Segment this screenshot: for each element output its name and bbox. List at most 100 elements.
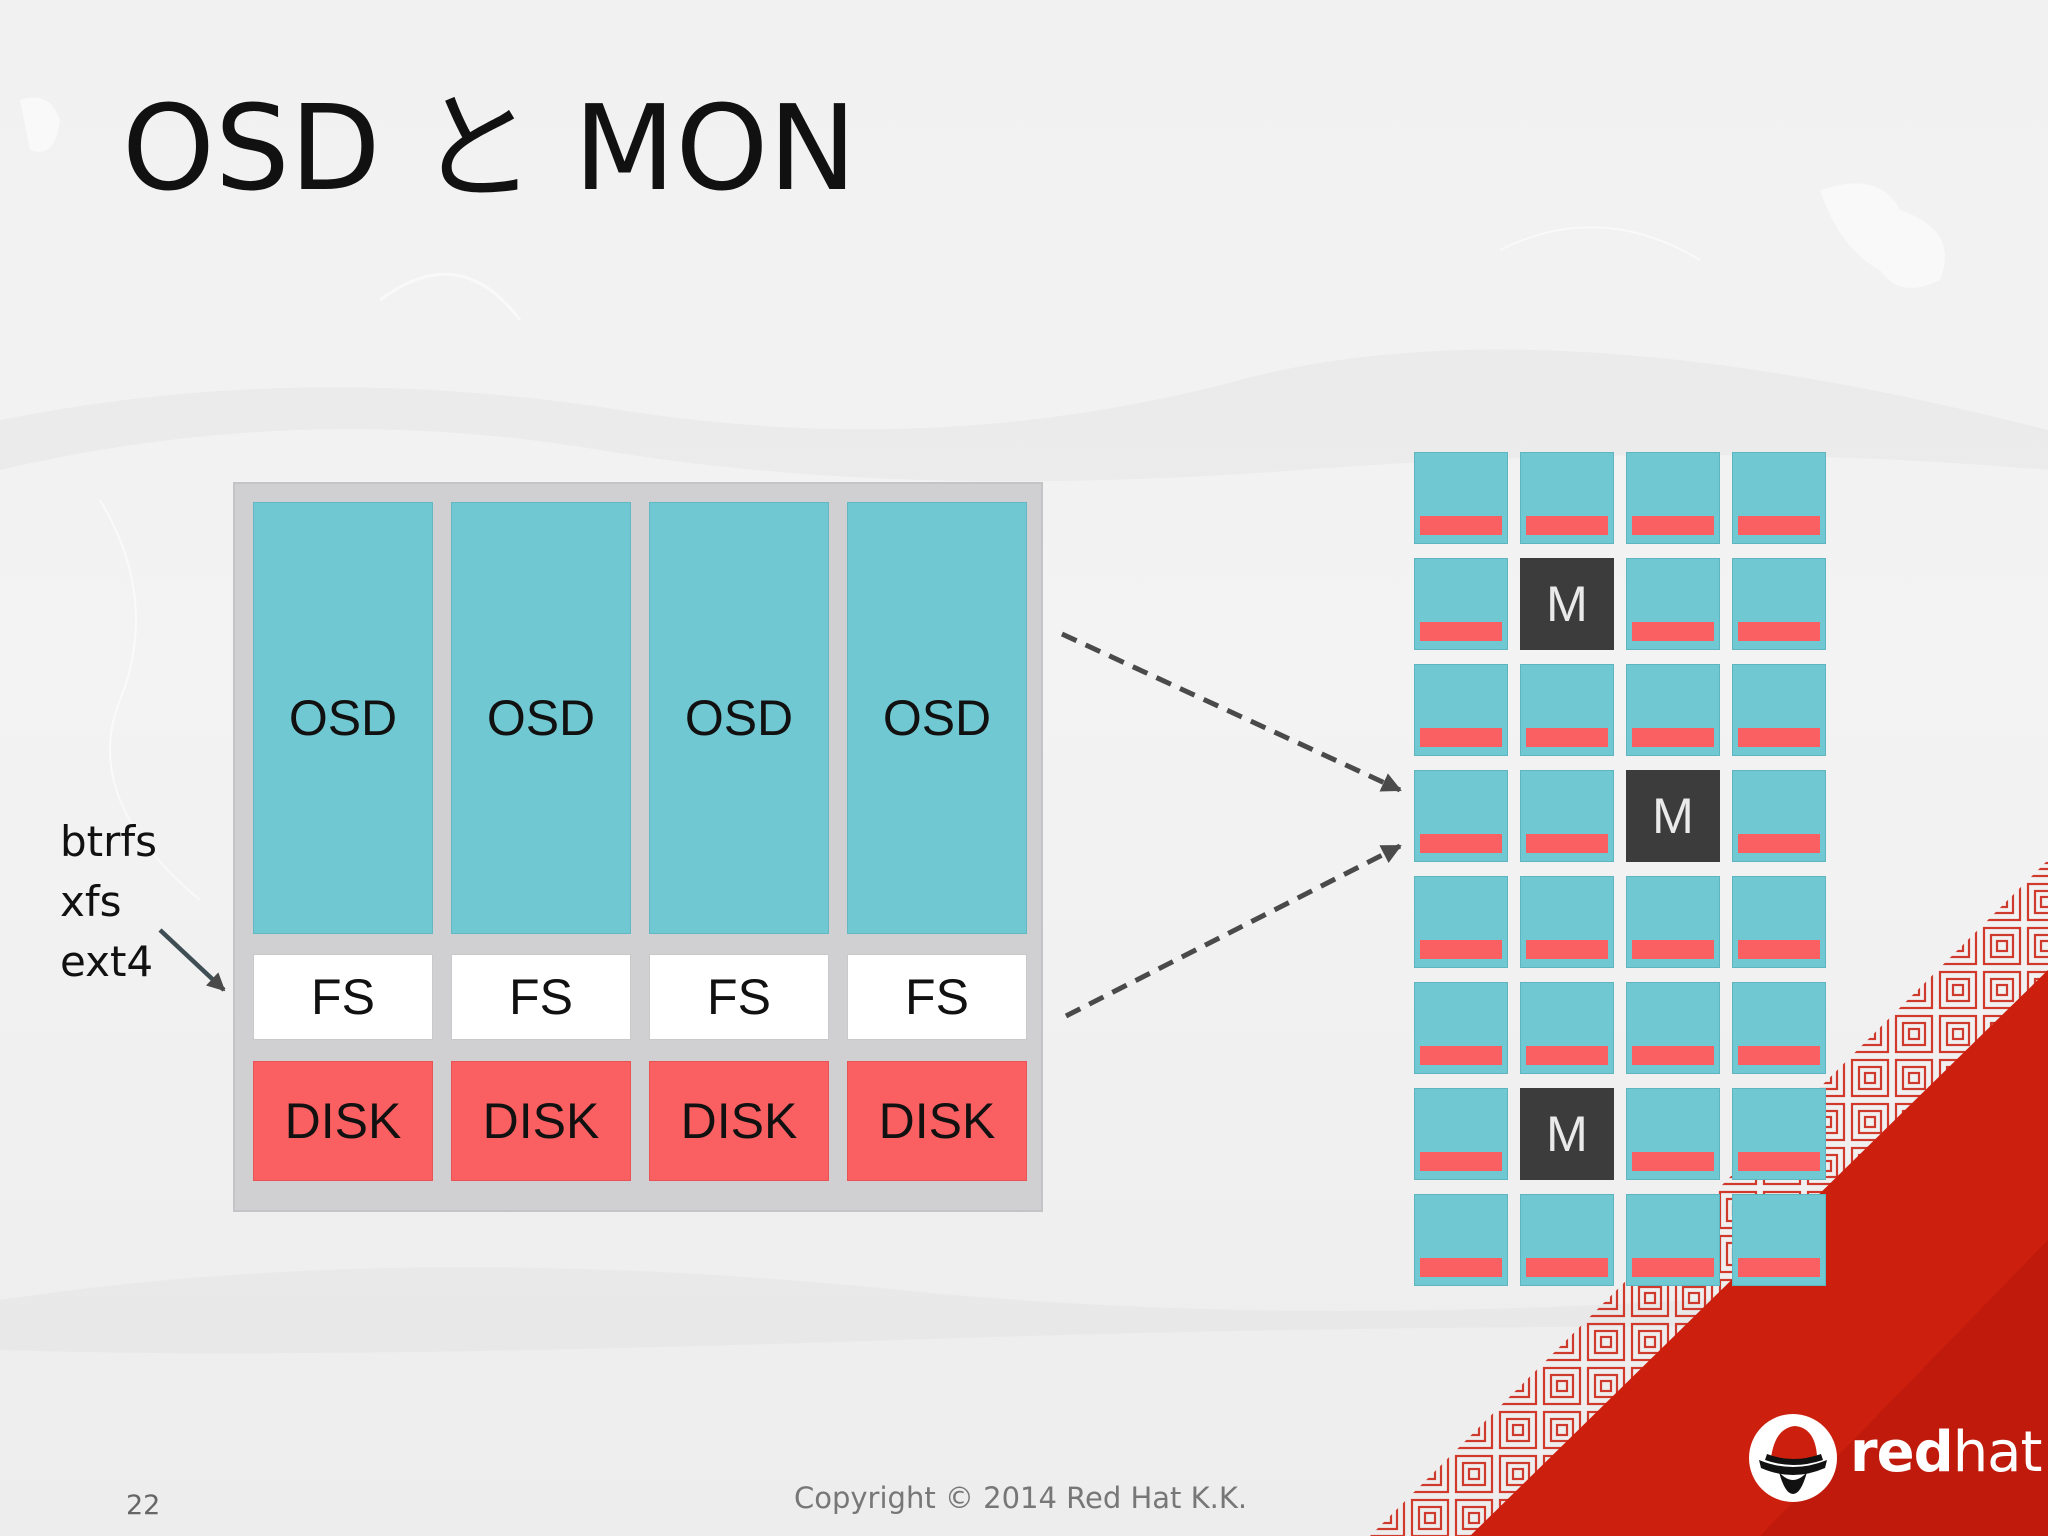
osd-node <box>1414 558 1508 650</box>
osd-node <box>1732 664 1826 756</box>
monitor-node: M <box>1520 558 1614 650</box>
monitor-label: M <box>1652 788 1694 844</box>
disk-bar <box>1526 728 1608 747</box>
osd-node <box>1414 452 1508 544</box>
disk-bar <box>1420 516 1502 535</box>
fs-block: FS <box>253 954 433 1040</box>
fs-label: FS <box>311 969 375 1025</box>
osd-node <box>1414 1194 1508 1286</box>
osd-node <box>1626 1088 1720 1180</box>
osd-node <box>1732 1088 1826 1180</box>
disk-bar <box>1420 622 1502 641</box>
osd-node <box>1732 1194 1826 1286</box>
osd-label: OSD <box>486 690 596 746</box>
disk-bar <box>1420 834 1502 853</box>
osd-node <box>1414 1088 1508 1180</box>
fs-label: FS <box>905 969 969 1025</box>
disk-bar <box>1632 1046 1714 1065</box>
monitor-node: M <box>1520 1088 1614 1180</box>
redhat-logo: redhat <box>1745 1408 2042 1508</box>
filesystem-ext4: ext4 <box>60 937 154 986</box>
osd-node <box>1414 664 1508 756</box>
osd-block: OSD <box>847 502 1027 934</box>
dashed-arrow-lower <box>1064 843 1402 1019</box>
osd-node <box>1732 558 1826 650</box>
osd-node <box>1520 452 1614 544</box>
osd-label: OSD <box>684 690 794 746</box>
osd-block: OSD <box>253 502 433 934</box>
disk-block: DISK <box>451 1061 631 1181</box>
disk-bar <box>1738 622 1820 641</box>
disk-bar <box>1420 1258 1502 1277</box>
osd-node <box>1520 770 1614 862</box>
background-texture <box>0 97 2048 1354</box>
dashed-arrow-upper <box>1060 631 1402 793</box>
filesystem-xfs: xfs <box>60 877 122 926</box>
disk-label: DISK <box>284 1093 402 1149</box>
disk-bar <box>1420 940 1502 959</box>
filesystem-list: btrfs xfs ext4 <box>60 812 157 992</box>
monitor-label: M <box>1546 1106 1588 1162</box>
fs-block: FS <box>649 954 829 1040</box>
osd-node <box>1732 452 1826 544</box>
osd-node <box>1626 558 1720 650</box>
osd-node <box>1520 1194 1614 1286</box>
fs-block: FS <box>847 954 1027 1040</box>
page-number: 22 <box>126 1490 161 1521</box>
osd-node <box>1414 770 1508 862</box>
disk-bar <box>1738 940 1820 959</box>
copyright-text: Copyright © 2014 Red Hat K.K. <box>794 1481 1248 1515</box>
osd-node <box>1732 982 1826 1074</box>
disk-bar <box>1738 1046 1820 1065</box>
osd-label: OSD <box>882 690 992 746</box>
logo-text-hat: hat <box>1952 1420 2043 1485</box>
disk-label: DISK <box>680 1093 798 1149</box>
disk-label: DISK <box>878 1093 996 1149</box>
disk-bar <box>1738 1258 1820 1277</box>
disk-bar <box>1632 622 1714 641</box>
osd-node <box>1520 876 1614 968</box>
osd-node <box>1520 664 1614 756</box>
cluster-grid: M M M <box>1414 452 1828 1290</box>
osd-block: OSD <box>451 502 631 934</box>
server-node: OSD FS DISK OSD FS DISK OSD FS DISK OSD … <box>233 482 1043 1212</box>
disk-bar <box>1632 728 1714 747</box>
osd-node <box>1626 664 1720 756</box>
disk-block: DISK <box>253 1061 433 1181</box>
osd-node <box>1626 1194 1720 1286</box>
osd-node <box>1414 982 1508 1074</box>
disk-bar <box>1526 834 1608 853</box>
osd-node <box>1626 452 1720 544</box>
osd-node <box>1626 982 1720 1074</box>
fs-block: FS <box>451 954 631 1040</box>
fs-label: FS <box>509 969 573 1025</box>
osd-node <box>1520 982 1614 1074</box>
osd-node <box>1414 876 1508 968</box>
disk-block: DISK <box>847 1061 1027 1181</box>
disk-bar <box>1632 940 1714 959</box>
disk-bar <box>1632 1258 1714 1277</box>
disk-bar <box>1420 728 1502 747</box>
disk-label: DISK <box>482 1093 600 1149</box>
disk-bar <box>1738 728 1820 747</box>
logo-text-red: red <box>1850 1420 1954 1485</box>
fs-label: FS <box>707 969 771 1025</box>
disk-block: DISK <box>649 1061 829 1181</box>
slide-title: OSD と MON <box>122 79 857 217</box>
disk-bar <box>1738 1152 1820 1171</box>
osd-node <box>1626 876 1720 968</box>
osd-block: OSD <box>649 502 829 934</box>
disk-bar <box>1632 1152 1714 1171</box>
monitor-label: M <box>1546 576 1588 632</box>
osd-node <box>1732 770 1826 862</box>
disk-bar <box>1420 1046 1502 1065</box>
shadowman-icon <box>1749 1414 1837 1502</box>
disk-bar <box>1526 1258 1608 1277</box>
disk-bar <box>1738 516 1820 535</box>
filesystem-btrfs: btrfs <box>60 817 158 866</box>
fs-pointer-arrow <box>158 928 226 992</box>
logo-wordmark: redhat <box>1850 1420 2043 1485</box>
disk-bar <box>1420 1152 1502 1171</box>
disk-bar <box>1526 940 1608 959</box>
